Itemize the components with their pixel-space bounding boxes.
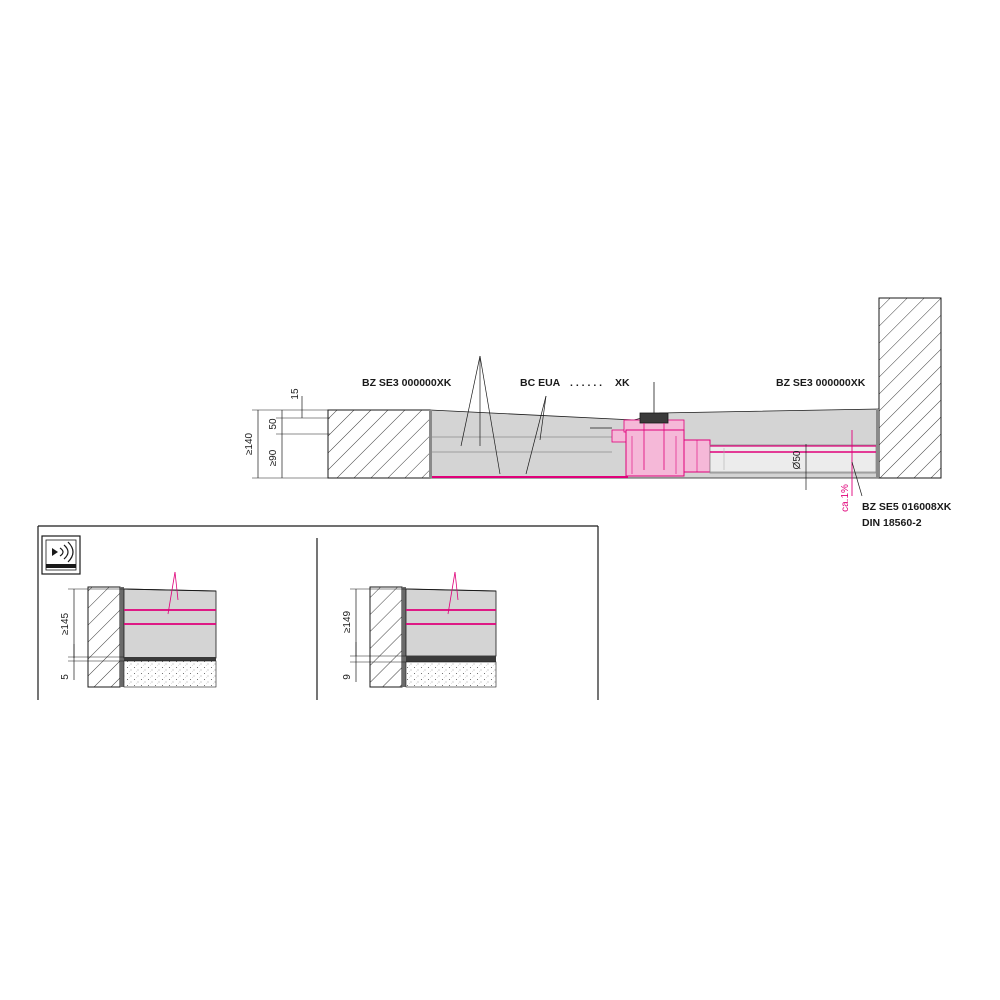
label-standard: DIN 18560-2	[862, 517, 922, 529]
dim-total-height: ≥140	[244, 432, 255, 455]
dim-pipe-diameter: Ø50	[792, 450, 803, 469]
leader-left-b	[479, 355, 501, 475]
dimension-chain	[252, 396, 330, 479]
leader-center-a	[525, 395, 547, 475]
dim-upper-height: 50	[268, 418, 279, 430]
right-wall	[878, 297, 942, 479]
label-center-dots: . . . . . .	[570, 377, 602, 389]
detail-left: ≥145 5	[60, 571, 217, 688]
sound-insulation-icon	[41, 535, 81, 575]
dim-slope: ca.1%	[840, 484, 851, 512]
label-left-part: BZ SE3 000000XK	[362, 377, 452, 389]
edge-strip-left	[429, 410, 432, 478]
dim-top-height: 15	[290, 388, 301, 400]
left-wall-block	[327, 409, 431, 479]
label-center-part: BC EUA	[520, 377, 561, 389]
outlet-pipe	[709, 444, 877, 474]
leader-center-b	[539, 395, 547, 441]
dim-left-gap: 5	[60, 674, 71, 680]
dim-right-gap: 9	[342, 674, 353, 680]
dim-left-height: ≥145	[60, 612, 71, 635]
drain-body	[590, 382, 711, 477]
dim-right-height: ≥149	[342, 610, 353, 633]
label-pipe-part: BZ SE5 016008XK	[862, 501, 952, 513]
dim-lower-height: ≥90	[268, 449, 279, 466]
label-right-part: BZ SE3 000000XK	[776, 377, 866, 389]
detail-frame	[37, 525, 599, 700]
detail-right: ≥149 9	[342, 571, 497, 688]
edge-strip-right	[876, 409, 879, 478]
main-section: BZ SE3 000000XK BC EUA . . . . . . XK BZ…	[244, 297, 952, 529]
label-center-suffix: XK	[615, 377, 630, 389]
leader-left-a	[460, 355, 481, 447]
leader-pipe-end	[851, 461, 863, 497]
